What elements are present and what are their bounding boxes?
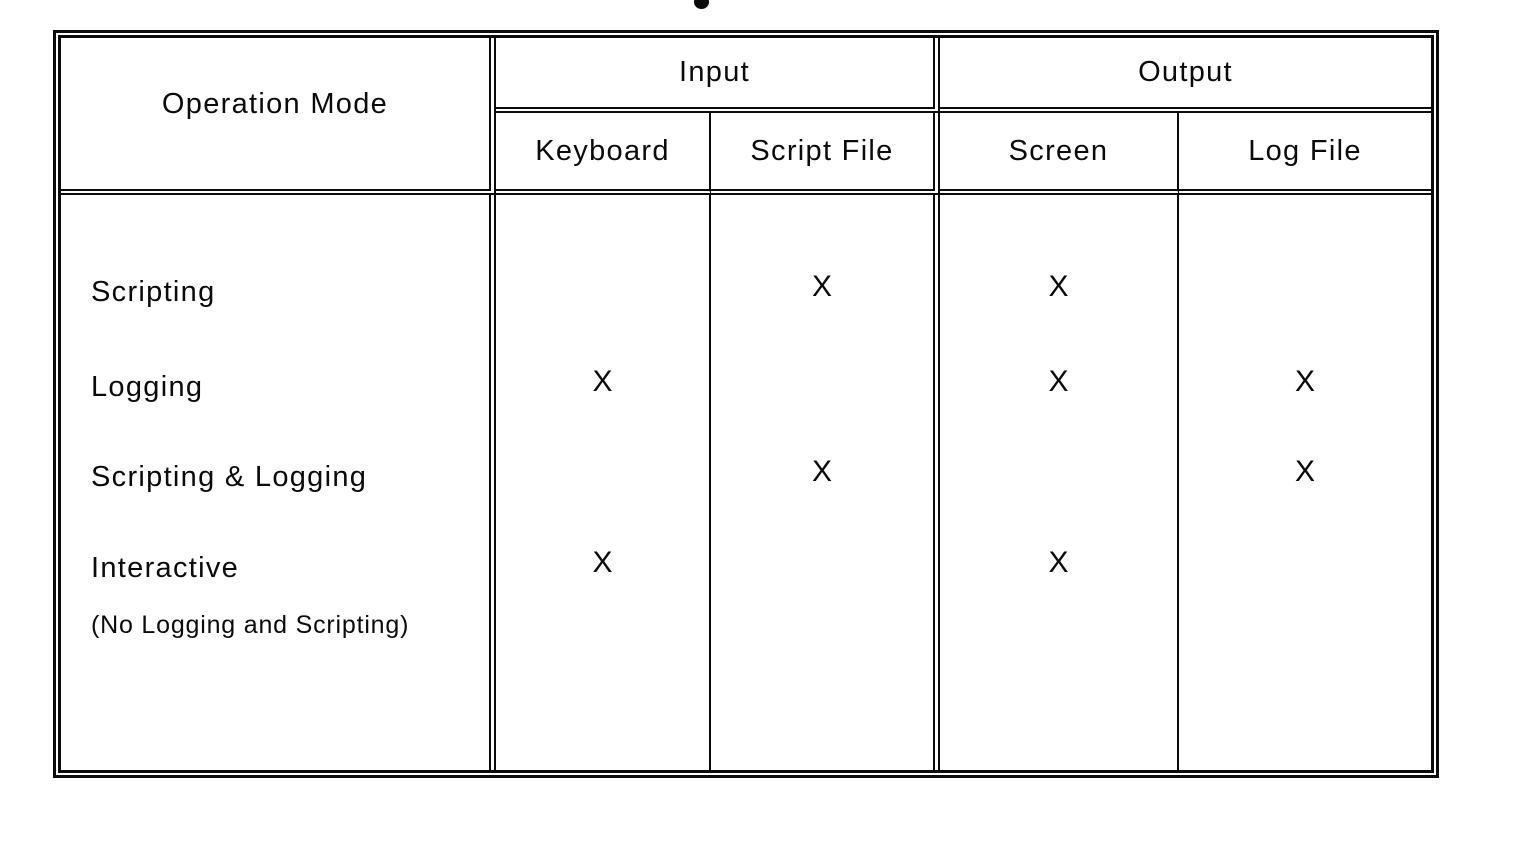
keyboard-marks-column: X X <box>496 195 711 770</box>
mark-logging-screen: X <box>1048 365 1069 398</box>
output-group-header: Output <box>1138 56 1233 88</box>
operation-mode-header: Operation Mode <box>161 88 389 120</box>
input-group-header: Input <box>679 56 750 88</box>
log-file-column-header: Log File <box>1248 134 1362 167</box>
keyboard-column-header: Keyboard <box>535 134 670 167</box>
row-label-interactive: Interactive <box>91 552 240 584</box>
operation-mode-table: Operation Mode Input Output Keyboard Scr… <box>53 30 1439 778</box>
mark-scripting-screen: X <box>1048 270 1069 303</box>
operation-mode-header-cell: Operation Mode <box>61 38 496 195</box>
row-label-scripting-and-logging: Scripting & Logging <box>91 461 368 493</box>
mark-scripting-and-logging-script-file: X <box>811 455 832 488</box>
row-note-interactive: (No Logging and Scripting) <box>91 611 410 639</box>
screen-column-header: Screen <box>1008 134 1109 167</box>
mark-interactive-keyboard: X <box>592 546 613 579</box>
operation-mode-labels-column: Scripting Logging Scripting & Logging In… <box>61 195 496 770</box>
cropped-caption-dot <box>694 0 709 9</box>
input-group-header-cell: Input <box>496 38 940 113</box>
script-file-column-header: Script File <box>750 134 894 167</box>
script-file-column-header-cell: Script File <box>711 113 940 195</box>
output-group-header-cell: Output <box>940 38 1431 113</box>
log-file-column-header-cell: Log File <box>1179 113 1431 195</box>
mark-scripting-and-logging-log-file: X <box>1294 455 1315 488</box>
row-label-scripting: Scripting <box>91 276 216 308</box>
script-file-marks-column: X X <box>711 195 940 770</box>
row-label-logging: Logging <box>91 371 204 403</box>
log-file-marks-column: X X <box>1179 195 1431 770</box>
mark-logging-log-file: X <box>1294 365 1315 398</box>
mark-interactive-screen: X <box>1048 546 1069 579</box>
screen-marks-column: X X X <box>940 195 1179 770</box>
mark-logging-keyboard: X <box>592 365 613 398</box>
keyboard-column-header-cell: Keyboard <box>496 113 711 195</box>
screen-column-header-cell: Screen <box>940 113 1179 195</box>
mark-scripting-script-file: X <box>811 270 832 303</box>
